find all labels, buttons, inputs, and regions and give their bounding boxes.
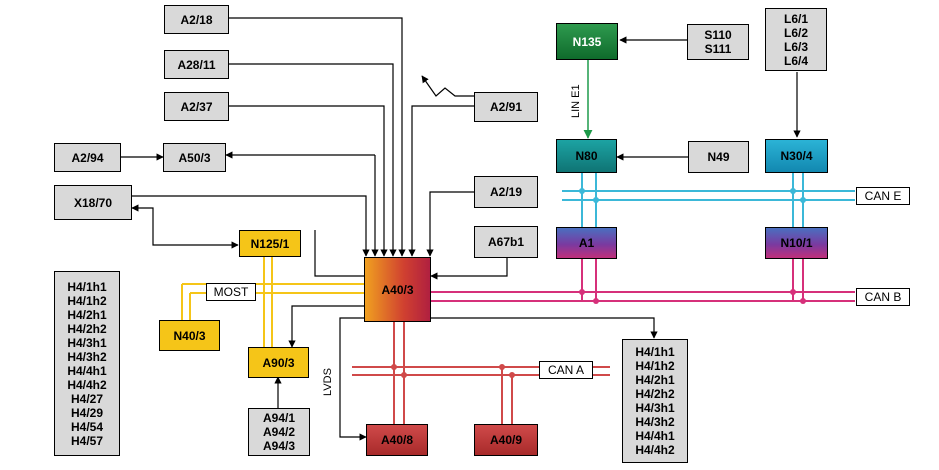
node-label: A50/3 — [178, 150, 211, 165]
node-a40-3: A40/3 — [364, 257, 431, 322]
node-s110-s111: S110 S111 — [687, 24, 749, 60]
node-a28-11: A28/11 — [164, 50, 229, 79]
bus-label-lvds: LVDS — [322, 368, 334, 396]
node-label: X18/70 — [73, 195, 113, 210]
bus-label-lin-e1: LIN E1 — [570, 84, 582, 118]
node-label: H4/3h2 — [67, 349, 107, 364]
node-label: L6/1 — [783, 11, 808, 26]
node-label: H4/4h2 — [67, 377, 107, 392]
node-label: N80 — [575, 149, 598, 163]
node-label: H4/2h1 — [635, 373, 675, 387]
node-label: H4/1h2 — [67, 293, 107, 308]
node-label: A2/37 — [180, 99, 213, 114]
node-label: N49 — [707, 150, 730, 164]
node-x18-70: X18/70 — [54, 185, 132, 220]
node-label: S110 — [704, 28, 732, 42]
node-label: A2/18 — [180, 12, 213, 27]
node-label: H4/3h2 — [635, 415, 675, 429]
bus-label-can-b: CAN B — [856, 288, 910, 306]
node-label: A67b1 — [487, 235, 525, 249]
node-label: N125/1 — [250, 236, 290, 251]
node-a90-3: A90/3 — [248, 347, 309, 378]
node-a67b1: A67b1 — [474, 226, 538, 258]
node-n135: N135 — [556, 23, 618, 60]
node-label: A94/1 — [262, 411, 296, 425]
node-label: H4/57 — [70, 433, 104, 448]
node-label: N40/3 — [173, 328, 206, 343]
node-a50-3: A50/3 — [163, 143, 226, 172]
node-label: H4/1h1 — [635, 345, 675, 359]
node-n40-3: N40/3 — [159, 320, 220, 351]
node-label: N10/1 — [780, 236, 813, 250]
node-n80: N80 — [556, 139, 617, 173]
node-label: A2/94 — [71, 150, 104, 165]
node-label: H4/1h2 — [635, 359, 675, 373]
node-a94: A94/1 A94/2 A94/3 — [248, 408, 310, 456]
node-label: H4/54 — [70, 419, 104, 434]
node-label: H4/4h2 — [635, 443, 675, 457]
node-label: H4/2h2 — [635, 387, 675, 401]
node-label: H4/1h1 — [67, 279, 107, 294]
node-label: H4/2h2 — [67, 321, 107, 336]
bus-label-most: MOST — [206, 283, 256, 301]
node-a2-94: A2/94 — [54, 143, 121, 172]
node-n30-4: N30/4 — [765, 139, 828, 173]
bus-label-can-a: CAN A — [539, 361, 593, 379]
signal-lines — [121, 17, 801, 441]
node-l6: L6/1 L6/2 L6/3 L6/4 — [765, 8, 827, 71]
node-label: H4/3h1 — [635, 401, 675, 415]
node-a2-18: A2/18 — [164, 5, 229, 34]
node-label: A90/3 — [262, 355, 295, 370]
node-label: A2/19 — [489, 185, 523, 199]
bus-label-can-e: CAN E — [856, 187, 910, 205]
node-label: L6/3 — [783, 39, 808, 54]
node-label: A40/8 — [380, 433, 414, 447]
can-e-junctions — [579, 188, 806, 203]
node-n49: N49 — [688, 141, 749, 173]
node-a40-9: A40/9 — [474, 424, 538, 456]
node-label: L6/4 — [783, 53, 808, 68]
node-label: A40/3 — [381, 282, 414, 297]
node-a2-19: A2/19 — [474, 176, 538, 208]
node-label: A94/2 — [262, 425, 296, 439]
node-a2-91: A2/91 — [474, 92, 538, 122]
node-label: A2/91 — [489, 100, 523, 114]
can-b-bus — [430, 258, 855, 302]
node-label: H4/4h1 — [635, 429, 675, 443]
can-a-junctions — [391, 364, 515, 378]
node-label: H4/3h1 — [67, 335, 107, 350]
node-label: S111 — [704, 42, 732, 56]
node-n10-1: N10/1 — [765, 227, 828, 259]
node-h4-right: H4/1h1 H4/1h2 H4/2h1 H4/2h2 H4/3h1 H4/3h… — [622, 339, 688, 463]
node-label: H4/4h1 — [67, 363, 107, 378]
node-label: H4/27 — [70, 391, 104, 406]
node-label: H4/2h1 — [67, 307, 107, 322]
can-e-bus — [562, 172, 855, 228]
node-n125-1: N125/1 — [239, 230, 301, 257]
node-label: L6/2 — [783, 25, 808, 40]
node-label: H4/29 — [70, 405, 104, 420]
node-h4-left: H4/1h1 H4/1h2 H4/2h1 H4/2h2 H4/3h1 H4/3h… — [54, 271, 120, 456]
can-b-junctions — [579, 289, 806, 304]
node-a2-37: A2/37 — [164, 92, 229, 121]
node-a1: A1 — [556, 227, 617, 259]
node-label: A28/11 — [177, 57, 216, 72]
node-label: N30/4 — [780, 149, 813, 163]
node-a40-8: A40/8 — [366, 424, 428, 456]
node-label: A1 — [578, 236, 595, 250]
node-label: A94/3 — [262, 439, 296, 453]
node-label: N135 — [572, 34, 602, 49]
node-label: A40/9 — [489, 433, 523, 447]
